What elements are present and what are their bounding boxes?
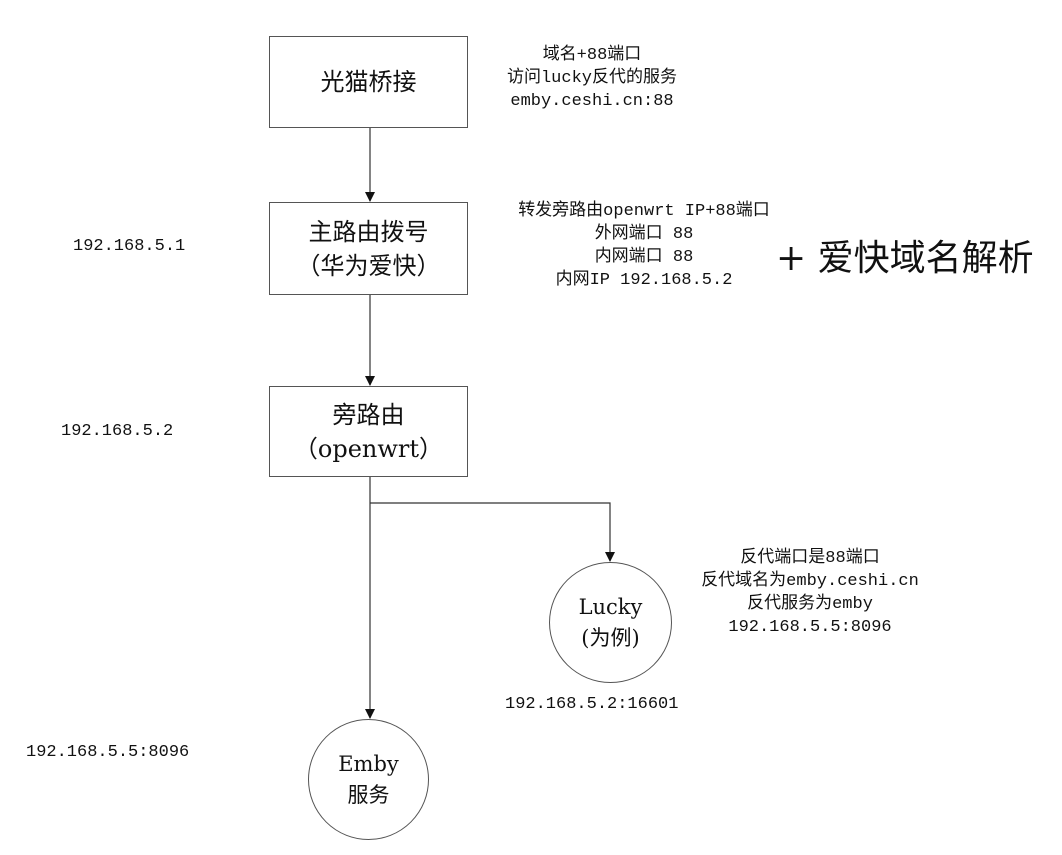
router-note-line: 内网IP 192.168.5.2 <box>555 271 733 290</box>
emby-node: Emby 服务 <box>308 719 429 840</box>
main-router-title: 主路由拨号 <box>308 217 429 246</box>
main-router-subtitle: （华为爱快） <box>296 251 441 280</box>
lucky-note-line: 反代服务为emby <box>747 595 873 614</box>
modem-note-line: 访问lucky反代的服务 <box>506 69 677 88</box>
bypass-router-subtitle: （openwrt） <box>293 434 444 463</box>
router-forward-note: 转发旁路由openwrt IP+88端口 外网端口 88 内网端口 88 内网I… <box>491 200 797 292</box>
router-note-line: 转发旁路由openwrt IP+88端口 <box>518 202 770 221</box>
modem-note-line: emby.ceshi.cn:88 <box>510 92 674 111</box>
emby-subtitle: 服务 <box>347 782 390 807</box>
bypass-router-box: 旁路由 （openwrt） <box>269 386 468 477</box>
lucky-note-line: 192.168.5.5:8096 <box>728 618 892 637</box>
bypass-router-title: 旁路由 <box>332 400 405 429</box>
lucky-title: Lucky <box>578 594 643 619</box>
lucky-note-line: 反代端口是88端口 <box>740 549 880 568</box>
main-router-box: 主路由拨号 （华为爱快） <box>269 202 468 295</box>
modem-note-line: 域名+88端口 <box>542 46 642 65</box>
ddns-label: + 爱快域名解析 <box>776 238 1034 279</box>
modem-note: 域名+88端口 访问lucky反代的服务 emby.ceshi.cn:88 <box>482 44 702 113</box>
lucky-proxy-note: 反代端口是88端口 反代域名为emby.ceshi.cn 反代服务为emby 1… <box>680 547 940 639</box>
optical-modem-label: 光猫桥接 <box>320 68 417 96</box>
arrow-bypass-to-lucky <box>370 502 615 562</box>
router-note-line: 外网端口 88 <box>594 225 694 244</box>
lucky-node: Lucky (为例) <box>549 562 672 683</box>
lucky-subtitle: (为例) <box>581 625 640 650</box>
bypass-router-ip: 192.168.5.2 <box>61 422 174 441</box>
lucky-note-line: 反代域名为emby.ceshi.cn <box>701 572 919 591</box>
router-note-line: 内网端口 88 <box>594 248 694 267</box>
lucky-ip: 192.168.5.2:16601 <box>505 695 679 714</box>
optical-modem-box: 光猫桥接 <box>269 36 468 128</box>
main-router-ip: 192.168.5.1 <box>73 237 186 256</box>
emby-title: Emby <box>338 751 399 776</box>
emby-ip: 192.168.5.5:8096 <box>26 743 190 762</box>
